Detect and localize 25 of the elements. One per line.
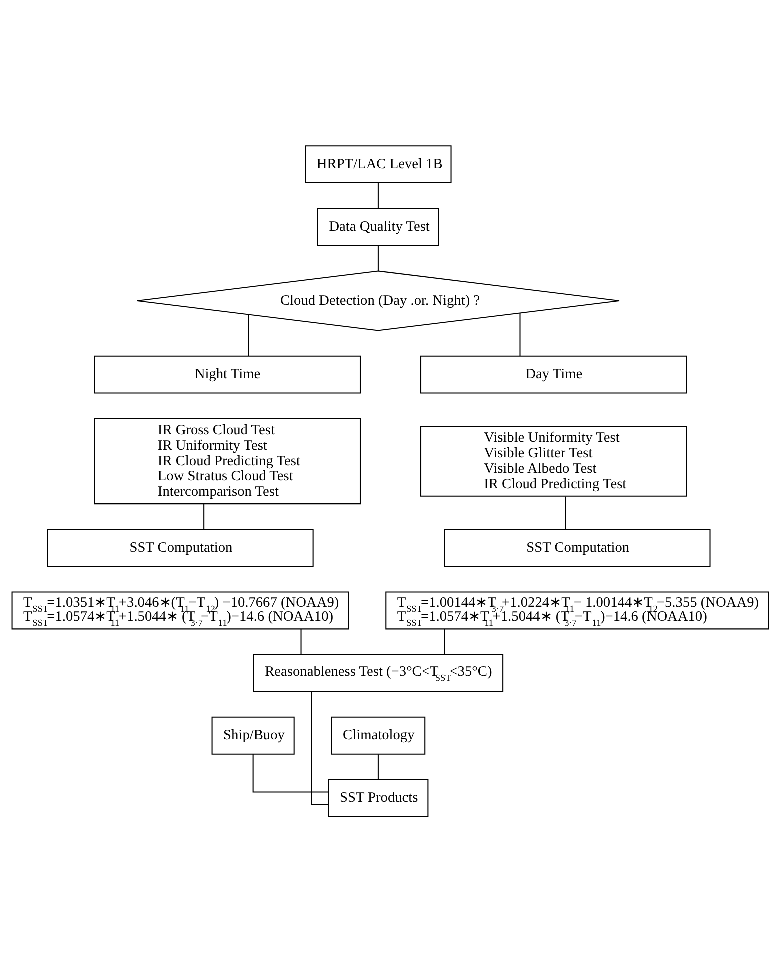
connector (300, 629, 302, 654)
connector (378, 182, 379, 208)
node-box: SST Computation (47, 528, 314, 567)
node-box: Climatology (331, 716, 426, 754)
node-box: T$_{SST}$=1.00144∗T$_{3·7}$+1.0224∗T$_{11}$− 1.00144∗T$_{12}$−5.355 (NOAA9) T$_{SST}$=1.0574∗T$_{11}$+1.5044∗ (T$_{3·7}$−T$_{11}$)−14.6 (NOAA10) (386, 591, 770, 630)
node-box: SST Products (328, 778, 429, 817)
node-box: SST Computation (444, 528, 711, 567)
node-box: Night Time (94, 355, 362, 394)
node-diamond: Cloud Detection (Day .or. Night) ? (136, 270, 620, 331)
connector (252, 754, 329, 792)
node-box: Day Time (420, 355, 688, 394)
connector (248, 314, 250, 356)
connector (444, 629, 446, 654)
connector (565, 496, 566, 530)
node-box: HRPT/LAC Level 1B (305, 145, 452, 184)
connector (378, 754, 379, 780)
connector (520, 313, 521, 356)
node-box: Reasonableness Test (−3°C<T$_{SST}$<35°C) (253, 654, 504, 692)
node-box: Ship/Buoy (212, 716, 295, 754)
node-box: IR Gross Cloud Test IR Uniformity Test IR Cloud Predicting Test Low Stratus Cloud Test Intercomparison Test (94, 418, 362, 504)
connector (204, 504, 205, 530)
node-box: Data Quality Test (317, 208, 440, 246)
node-box: Visible Uniformity Test Visible Glitter Test Visible Albedo Test IR Cloud Predicting Test (420, 426, 688, 496)
connector (378, 245, 379, 271)
connector (311, 691, 328, 805)
